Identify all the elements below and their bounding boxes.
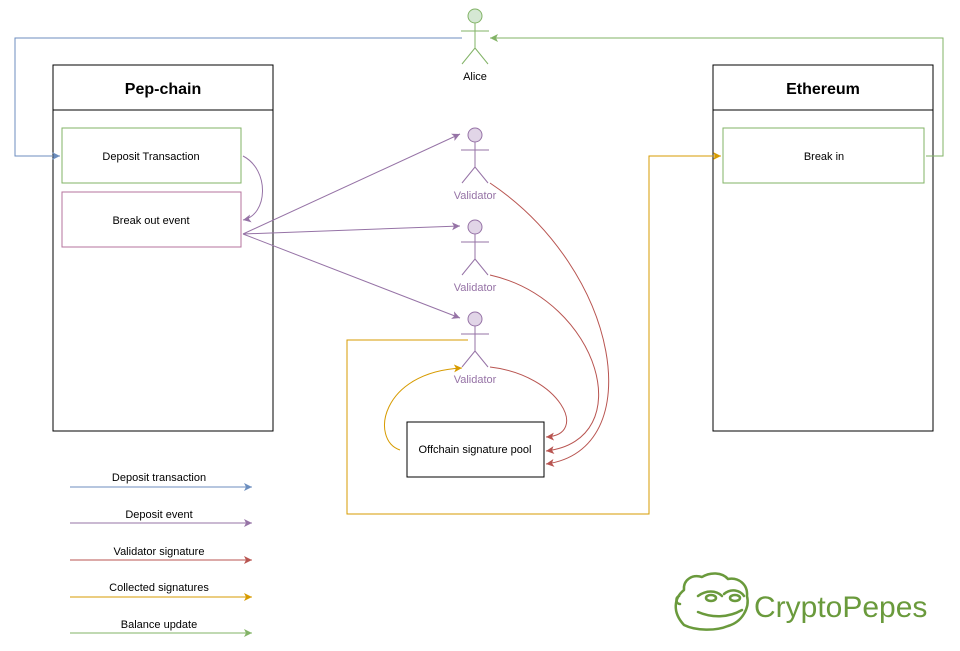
deposit-event-arrow-2 xyxy=(242,222,461,235)
pool-to-validator-arrow xyxy=(384,364,463,451)
legend: Deposit transaction Deposit event Valida… xyxy=(70,472,252,637)
alice-actor-icon[interactable] xyxy=(461,8,489,65)
legend-label-deposit-transaction: Deposit transaction xyxy=(112,472,206,484)
pep-chain-container: Pep-chain xyxy=(52,64,274,432)
validator-2-actor-icon[interactable] xyxy=(461,219,489,276)
deposit-event-arrow-3 xyxy=(242,233,461,319)
validator-3-actor-icon[interactable] xyxy=(461,311,489,368)
validator-signature-arrow-1 xyxy=(489,182,610,467)
ethereum-container: Ethereum xyxy=(712,64,934,432)
alice-label: Alice xyxy=(463,71,487,83)
cryptopepes-logo-icon[interactable] xyxy=(674,572,749,631)
offchain-signature-pool-box[interactable]: Offchain signature pool xyxy=(406,421,545,478)
offchain-signature-pool-label: Offchain signature pool xyxy=(419,444,532,456)
legend-label-validator-signature: Validator signature xyxy=(114,546,205,558)
balance-update-arrow xyxy=(490,34,944,157)
validator-1-label: Validator xyxy=(454,190,497,202)
break-out-event-box[interactable]: Break out event xyxy=(61,191,242,248)
deposit-transaction-box[interactable]: Deposit Transaction xyxy=(61,127,242,184)
deposit-transaction-arrow xyxy=(14,37,462,160)
validator-2-label: Validator xyxy=(454,282,497,294)
cryptopepes-logo-text: CryptoPepes xyxy=(754,591,927,624)
validator-signature-arrow-3 xyxy=(489,366,567,441)
legend-label-deposit-event: Deposit event xyxy=(125,509,192,521)
deposit-to-breakout-arrow xyxy=(242,155,263,223)
pep-chain-title: Pep-chain xyxy=(125,81,201,98)
validator-signature-arrow-2 xyxy=(489,274,600,455)
deposit-transaction-label: Deposit Transaction xyxy=(102,151,199,163)
ethereum-title: Ethereum xyxy=(786,81,860,98)
validator-3-label: Validator xyxy=(454,374,497,386)
collected-signatures-arrow xyxy=(346,152,721,515)
break-out-event-label: Break out event xyxy=(112,215,189,227)
break-in-label: Break in xyxy=(804,151,844,163)
legend-label-balance-update: Balance update xyxy=(121,619,197,631)
deposit-event-arrow-1 xyxy=(242,133,461,235)
break-in-box[interactable]: Break in xyxy=(722,127,925,184)
legend-label-collected-signatures: Collected signatures xyxy=(109,582,209,594)
validator-1-actor-icon[interactable] xyxy=(461,127,489,184)
